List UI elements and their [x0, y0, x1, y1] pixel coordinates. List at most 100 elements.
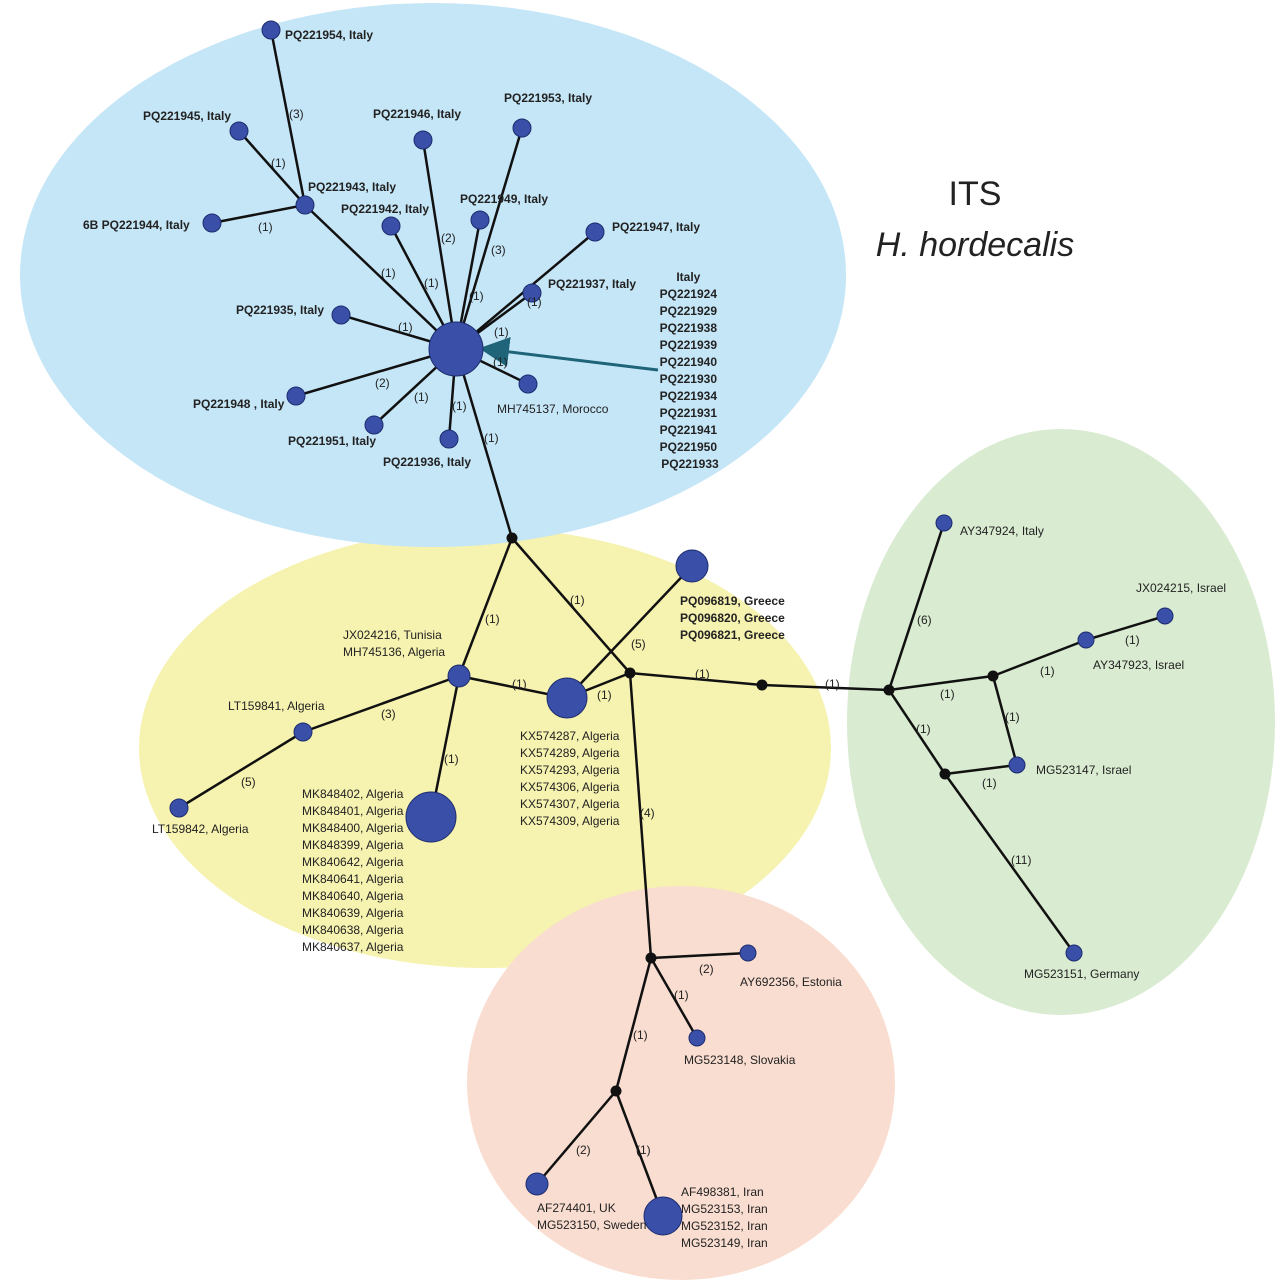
edge — [302, 674, 460, 734]
node-pq221943 — [295, 195, 315, 215]
node-label: AY347923, Israel — [1093, 658, 1184, 672]
node-kx-algeria — [546, 677, 588, 719]
edge-label: (1) — [444, 752, 459, 766]
edge-label: (1) — [940, 687, 955, 701]
edge-label: (1) — [695, 667, 710, 681]
edge — [238, 130, 306, 206]
edge-labels: (3) (1) (1) (1) (1) (2) (3) (1) (1) (1) … — [241, 107, 1140, 1157]
node-label-greece: PQ096819, Greece PQ096820, Greece PQ0968… — [680, 594, 788, 642]
node-label-af274401: AF274401, UK MG523150, Sweden — [537, 1201, 646, 1232]
label-line: MK848400, Algeria — [302, 821, 404, 835]
edge-label: (1) — [1005, 710, 1020, 724]
label-line: MG523153, Iran — [681, 1202, 768, 1216]
label-line: MG523150, Sweden — [537, 1218, 646, 1232]
edge — [211, 203, 306, 225]
label-line: PQ096821, Greece — [680, 628, 785, 642]
label-line: JX024216, Tunisia — [343, 628, 442, 642]
node-label: PQ221951, Italy — [288, 434, 376, 448]
label-line: AF274401, UK — [537, 1201, 616, 1215]
node-pq221951 — [364, 415, 384, 435]
node-pq221945 — [229, 121, 249, 141]
edge-label: (1) — [414, 390, 429, 404]
node-ay347923 — [1077, 631, 1095, 649]
list-line: PQ221940 — [660, 355, 718, 369]
node-pq221942 — [381, 216, 401, 236]
list-line: PQ221930 — [660, 372, 718, 386]
node-label-kx-algeria: KX574287, Algeria KX574289, Algeria KX57… — [520, 729, 623, 828]
node-pq221953 — [512, 118, 532, 138]
node-label: MG523151, Germany — [1024, 967, 1139, 981]
label-line: MG523152, Iran — [681, 1219, 768, 1233]
label-line: MK840639, Algeria — [302, 906, 404, 920]
node-label: PQ221953, Italy — [504, 91, 592, 105]
label-line: KX574307, Algeria — [520, 797, 620, 811]
node-label: JX024215, Israel — [1136, 581, 1226, 595]
edge — [887, 689, 947, 775]
node-label-mk-algeria: MK848402, Algeria MK848401, Algeria MK84… — [302, 787, 407, 954]
edge — [629, 671, 763, 687]
node-label: PQ221942, Italy — [341, 202, 429, 216]
node-label: PQ221935, Italy — [236, 303, 324, 317]
median-vectors — [506, 532, 999, 1097]
edge — [628, 672, 653, 959]
label-line: MK848402, Algeria — [302, 787, 404, 801]
node-pq221936 — [439, 429, 459, 449]
node-pq221948 — [286, 386, 306, 406]
list-line: PQ221941 — [660, 423, 718, 437]
label-line: KX574293, Algeria — [520, 763, 620, 777]
node-label: PQ221945, Italy — [143, 109, 231, 123]
edge — [992, 638, 1087, 678]
label-line: MK840638, Algeria — [302, 923, 404, 937]
label-line: MK848401, Algeria — [302, 804, 404, 818]
edge-label: (1) — [469, 289, 484, 303]
label-line: KX574287, Algeria — [520, 729, 620, 743]
edge-label: (5) — [241, 775, 256, 789]
edge — [614, 957, 653, 1092]
cluster-yellow — [139, 528, 831, 968]
edge — [887, 522, 946, 691]
cluster-green — [847, 429, 1275, 1015]
median-vector — [883, 684, 895, 696]
label-line: MH745136, Algeria — [343, 645, 445, 659]
edge-label: (1) — [636, 1143, 651, 1157]
node-label-jx024216: JX024216, Tunisia MH745136, Algeria — [343, 628, 445, 659]
edge — [944, 763, 1018, 776]
node-pq221944 — [202, 213, 222, 233]
edge-label: (2) — [375, 376, 390, 390]
node-label-iran: AF498381, Iran MG523153, Iran MG523152, … — [681, 1185, 771, 1250]
edge-label: (1) — [381, 266, 396, 280]
edge-label: (3) — [289, 107, 304, 121]
list-line: PQ221938 — [660, 321, 718, 335]
node-pq221935 — [331, 305, 351, 325]
node-label: LT159842, Algeria — [152, 822, 249, 836]
list-line: PQ221933 — [661, 457, 719, 471]
edge-label: (4) — [640, 806, 655, 820]
edges — [178, 29, 1166, 1217]
edge — [295, 347, 457, 398]
label-line: MK840642, Algeria — [302, 855, 404, 869]
label-line: MK840640, Algeria — [302, 889, 404, 903]
edge — [943, 773, 1076, 954]
edge-label: (1) — [527, 295, 542, 309]
edge — [888, 674, 994, 692]
median-vector — [624, 667, 636, 679]
edge — [454, 348, 514, 539]
edge-label: (1) — [271, 156, 286, 170]
edge-label: (3) — [381, 707, 396, 721]
edge-label: (6) — [917, 613, 932, 627]
edge — [269, 29, 307, 206]
label-line: KX574306, Algeria — [520, 780, 620, 794]
node-label: AY692356, Estonia — [740, 975, 842, 989]
edge-label: (1) — [452, 399, 467, 413]
edge-label: (1) — [424, 276, 439, 290]
node-label: MG523148, Slovakia — [684, 1053, 796, 1067]
node-label: PQ221947, Italy — [612, 220, 700, 234]
node-mh745137 — [518, 374, 538, 394]
edge — [1085, 614, 1166, 642]
pointer-arrow — [479, 337, 659, 372]
node-ay692356 — [739, 944, 757, 962]
node-label: PQ221954, Italy — [285, 28, 373, 42]
title-its: ITS — [949, 175, 1002, 213]
edge — [536, 1090, 617, 1185]
cluster-pink — [467, 886, 895, 1280]
